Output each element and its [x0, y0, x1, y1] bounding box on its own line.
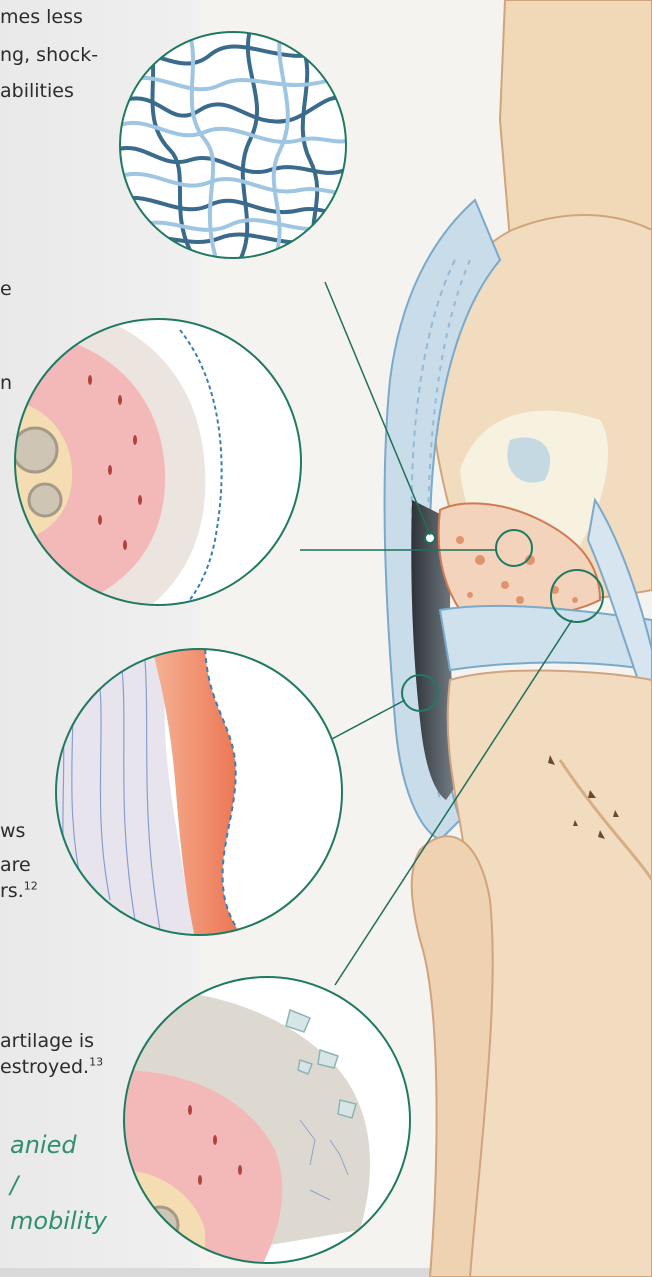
knee-illustration — [0, 0, 652, 1277]
knee-diagram-page: mes less ng, shock- abilities e n ws are… — [0, 0, 652, 1277]
